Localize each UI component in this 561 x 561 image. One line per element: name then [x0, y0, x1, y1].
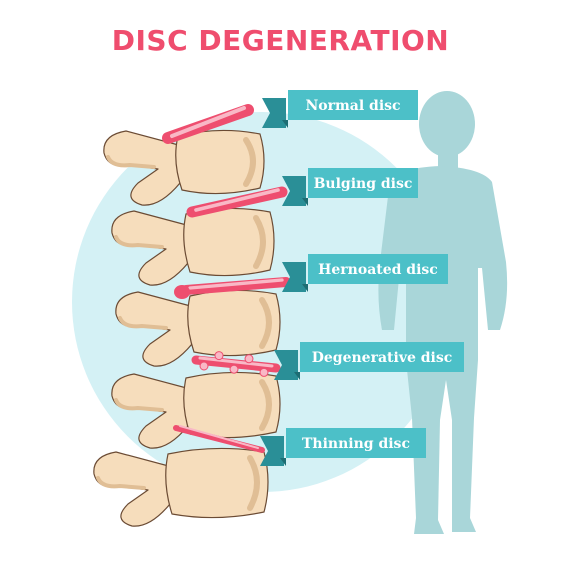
ribbon-tail	[282, 176, 306, 206]
ribbon-fold	[282, 120, 288, 128]
disc-highlight	[170, 106, 246, 138]
disc-normal	[162, 104, 254, 144]
label-normal: Normal disc	[262, 90, 418, 128]
vertebra-body	[183, 207, 275, 277]
disc-herniation	[174, 285, 190, 299]
ribbon-tail	[274, 350, 298, 380]
vertebra-body-shade	[243, 137, 256, 187]
disc-fragment	[244, 354, 254, 364]
vertebra-shade	[114, 398, 164, 412]
vertebrae	[93, 129, 281, 527]
ribbon-band	[288, 90, 418, 120]
vertebra-body-shade	[253, 215, 266, 269]
ribbon-fold	[302, 284, 308, 292]
vertebra	[103, 129, 265, 206]
ribbon-band	[286, 428, 426, 458]
disc-fragment	[229, 364, 239, 374]
vertebra-body-shade	[247, 455, 260, 511]
disc-shape	[173, 425, 265, 453]
intervertebral-discs	[162, 104, 291, 453]
vertebra-body	[183, 371, 281, 439]
disc-bulging	[186, 186, 288, 218]
disc-label-text: Bulging disc	[314, 176, 413, 192]
label-herniated: Hernoated disc	[282, 254, 448, 292]
disc-herniated	[174, 277, 291, 299]
vertebra-shade	[118, 316, 168, 330]
disc-highlight	[188, 278, 284, 290]
ribbon-band	[308, 168, 418, 198]
ribbon-fold	[280, 458, 286, 466]
vertebra	[115, 289, 281, 367]
label-bulging: Bulging disc	[282, 168, 418, 206]
ribbon-fold	[294, 372, 300, 380]
vertebra-process	[103, 130, 187, 206]
label-degenerative: Degenerative disc	[274, 342, 464, 380]
disc-shape	[181, 277, 291, 295]
vertebra-body-shade	[259, 379, 272, 431]
vertebra	[93, 447, 269, 527]
disc-label-text: Degenerative disc	[312, 350, 453, 366]
vertebra-body	[175, 129, 265, 195]
diagram-title: DISC DEGENERATION	[111, 24, 450, 57]
disc-highlight	[179, 425, 259, 449]
disc-fragment	[214, 351, 224, 361]
vertebra-process	[93, 451, 177, 527]
ribbon-band	[308, 254, 448, 284]
disc-degenerative	[191, 351, 281, 377]
ribbon-tail	[260, 436, 284, 466]
disc-highlight	[194, 188, 280, 212]
disc-thinning	[173, 425, 265, 453]
ribbon-tail	[262, 98, 286, 128]
ribbon-band	[300, 342, 464, 372]
vertebra-process	[111, 210, 195, 286]
disc-fragment	[199, 361, 209, 371]
vertebra	[111, 207, 275, 286]
vertebra-process	[115, 291, 199, 367]
disc-label-text: Thinning disc	[302, 436, 410, 452]
label-thinning: Thinning disc	[260, 428, 426, 466]
disc-label-text: Normal disc	[305, 98, 400, 114]
ribbon-fold	[302, 198, 308, 206]
disc-label-text: Hernoated disc	[318, 262, 438, 278]
disc-shape	[191, 355, 281, 373]
vertebra-shade	[114, 235, 164, 249]
disc-fragment	[259, 367, 269, 377]
vertebra-body	[165, 447, 269, 519]
disc-highlight	[198, 356, 274, 368]
vertebra-body-shade	[259, 297, 272, 349]
vertebra-shade	[96, 476, 146, 490]
ribbon-tail	[282, 262, 306, 292]
vertebra-shade	[106, 155, 156, 169]
